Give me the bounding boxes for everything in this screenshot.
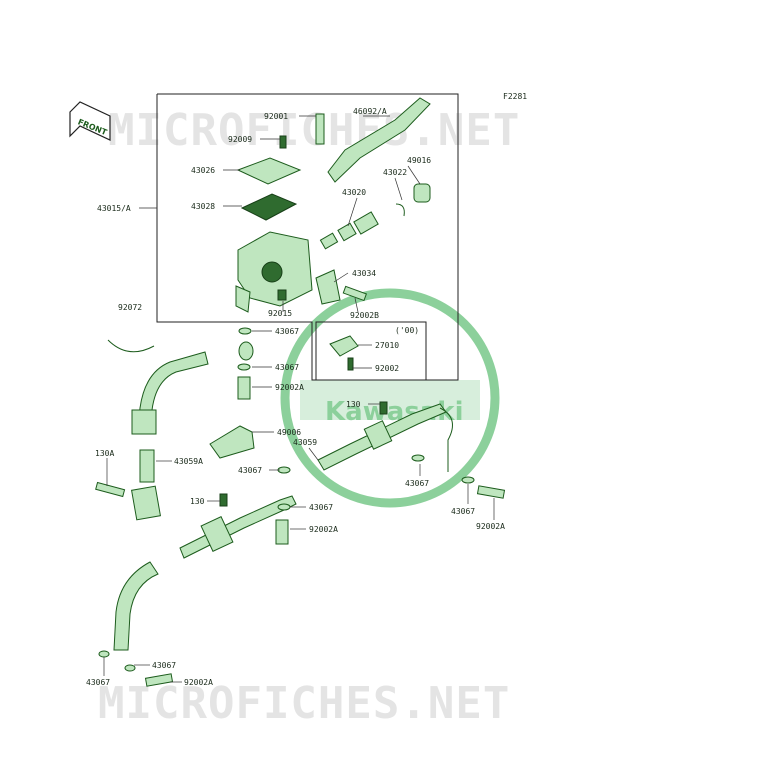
washer-43067-b [237,363,251,371]
part-labels: 92001 46092/A 92009 49016 43026 43022 43… [86,107,505,687]
clip-43022-part [395,203,405,217]
label-130-b: 130 [190,497,205,506]
screw-92009-part [279,135,287,149]
label-92009: 92009 [228,135,252,144]
label-130-a: 130 [346,400,361,409]
label-43067-f: 43067 [451,507,475,516]
bolt-130a-part [95,481,126,498]
label-43028: 43028 [191,202,215,211]
band-92072-part [107,339,155,353]
label-92001: 92001 [264,112,288,121]
kawasaki-logo: Kawasaki [280,288,500,508]
hose-43059a [139,449,155,483]
hose-bend-right [439,407,453,472]
label-92002: 92002 [375,364,399,373]
washer-43067-d [411,454,425,462]
label-46092a: 46092/A [353,107,387,116]
hose-joint [130,485,162,521]
lever-part [327,97,431,183]
label-43059: 43059 [293,438,317,447]
boot-49006-part [209,425,255,459]
piston-kit-43020 [319,211,379,250]
label-92015: 92015 [268,309,292,318]
label-43022: 43022 [383,168,407,177]
diaphragm-43028-part [240,193,298,221]
bolt-92002a-a [237,376,251,400]
label-43067-d: 43067 [405,479,429,488]
label-43067-a: 43067 [275,327,299,336]
label-49006: 49006 [277,428,301,437]
label-92002a-b: 92002A [476,522,505,531]
washer-43067-f [277,503,291,511]
label-43026: 43026 [191,166,215,175]
upper-hose-fitting [131,409,157,435]
bolt-130-a [379,401,388,415]
washer-43067-g [98,650,110,658]
holder-43034-part [315,269,341,305]
washer-43067-a [238,327,252,335]
label-27010: 27010 [375,341,399,350]
label-43067-b: 43067 [275,363,299,372]
part-92015 [277,289,287,301]
label-43020: 43020 [342,188,366,197]
cap-43026-part [236,157,302,185]
label-92002a-c: 92002A [309,525,338,534]
leader-lines [103,115,495,683]
bolt-92002a-c [275,519,289,545]
screw-92002-part [347,357,354,371]
watermark-top: MICROFICHES.NET [108,105,520,156]
label-92072: 92072 [118,303,142,312]
lower-hose-bend [113,561,159,651]
label-43034: 43034 [352,269,376,278]
label-92002a-a: 92002A [275,383,304,392]
bolt-92002a-b [476,485,506,499]
bolt-92002b-part [342,285,368,302]
washer-43067-e [461,476,475,484]
label-43067-h: 43067 [86,678,110,687]
label-92002a-d: 92002A [184,678,213,687]
figure-code: F2281 [503,92,527,101]
switch-27010-part [329,335,359,357]
front-arrow-icon: FRONT [69,101,111,141]
assembly-box [157,93,459,381]
bolt-130-b [219,493,228,507]
bolt-92002a-d [144,673,174,687]
label-49016: 49016 [407,156,431,165]
cylinder-outlet [235,285,251,313]
washer-43067-h [124,664,136,672]
bolt-92001-part [315,113,325,145]
banjo-upper [238,341,254,361]
boot-49016-part [413,183,431,203]
label-43067-g: 43067 [152,661,176,670]
label-43015a: 43015/A [97,204,131,213]
hose-clamp-middle [363,420,393,450]
variant-note: ('00) [395,326,419,335]
sub-box-00 [315,321,427,381]
label-43067-e: 43067 [309,503,333,512]
label-130a: 130A [95,449,114,458]
hose-clamp-lower [200,515,234,553]
label-92002b: 92002B [350,311,379,320]
reservoir-port [261,261,283,283]
label-43059a: 43059A [174,457,203,466]
label-43067-c: 43067 [238,466,262,475]
watermark-bottom: MICROFICHES.NET [98,678,510,729]
